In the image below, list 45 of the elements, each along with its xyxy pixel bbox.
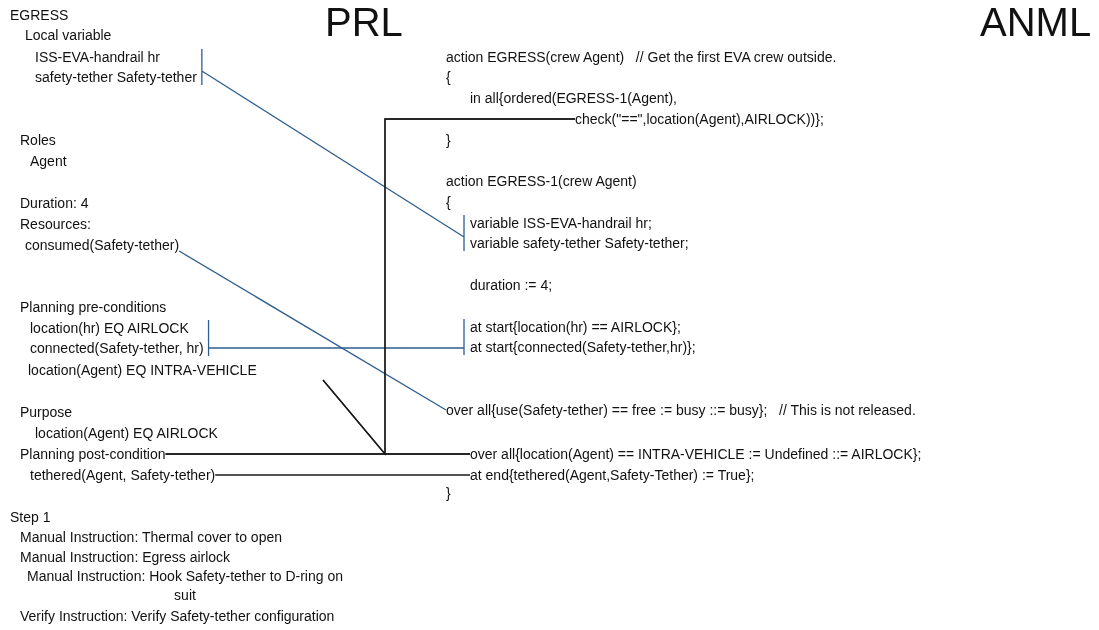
instruction-text: Manual Instruction: Thermal cover to open (20, 528, 282, 547)
section-heading: Planning pre-conditions (20, 298, 167, 317)
instruction-text: Manual Instruction: Egress airlock (20, 548, 231, 567)
connector-line (201, 48, 465, 252)
section-heading: EGRESS (10, 6, 69, 25)
code-line: at start{location(hr) == AIRLOCK}; (470, 318, 681, 337)
section-heading: Roles (20, 131, 56, 150)
section-heading: Planning post-condition (20, 444, 166, 464)
code-line: ISS-EVA-handrail hr (35, 48, 160, 67)
code-line: at start{connected(Safety-tether,hr)}; (470, 338, 696, 357)
code-line: over all{location(Agent) == INTRA-VEHICLE := Undefined ::= AIRLOCK}; (470, 444, 922, 464)
connector-line (207, 318, 465, 357)
code-line: location(Agent) EQ AIRLOCK (35, 424, 218, 443)
code-line: duration := 4; (470, 276, 553, 295)
code-line: location(Agent) EQ INTRA-VEHICLE (28, 360, 257, 380)
section-heading: Local variable (25, 26, 112, 45)
code-line: safety-tether Safety-tether (35, 68, 197, 87)
code-line: variable safety-tether Safety-tether; (470, 234, 689, 253)
connector-line (214, 474, 471, 476)
code-line: { (446, 193, 451, 212)
section-heading: Resources: (20, 215, 91, 234)
instruction-text: Verify Instruction: Verify Safety-tether configuration (20, 607, 335, 626)
column-title: ANML (980, 0, 1092, 44)
code-line: over all{use(Safety-tether) == free := busy ::= busy}; // This is not released. (446, 400, 916, 420)
code-line: tethered(Agent, Safety-tether) (30, 465, 216, 485)
section-heading: Purpose (20, 403, 73, 422)
code-line: } (446, 131, 451, 150)
column-title: PRL (325, 0, 403, 44)
code-line: connected(Safety-tether, hr) (30, 339, 204, 358)
code-line: variable ISS-EVA-handrail hr; (470, 214, 652, 233)
code-line: in all{ordered(EGRESS-1(Agent), (470, 89, 677, 108)
code-line: location(hr) EQ AIRLOCK (30, 319, 189, 338)
instruction-text: Manual Instruction: Hook Safety-tether to D-ring on suit (26, 567, 344, 605)
code-line: consumed(Safety-tether) (25, 235, 180, 255)
code-line: at end{tethered(Agent,Safety-Tether) := True}; (470, 465, 755, 485)
section-heading: Step 1 (10, 508, 51, 527)
connector-line (178, 250, 447, 411)
code-line: action EGRESS-1(crew Agent) (446, 172, 637, 191)
code-line: check("==",location(Agent),AIRLOCK))}; (575, 109, 824, 129)
code-line: Agent (30, 152, 67, 171)
connector-line (164, 453, 471, 455)
section-heading: Duration: 4 (20, 194, 89, 213)
code-line: action EGRESS(crew Agent) // Get the first EVA crew outside. (446, 48, 837, 67)
code-line: { (446, 68, 451, 87)
code-line: } (446, 484, 451, 503)
